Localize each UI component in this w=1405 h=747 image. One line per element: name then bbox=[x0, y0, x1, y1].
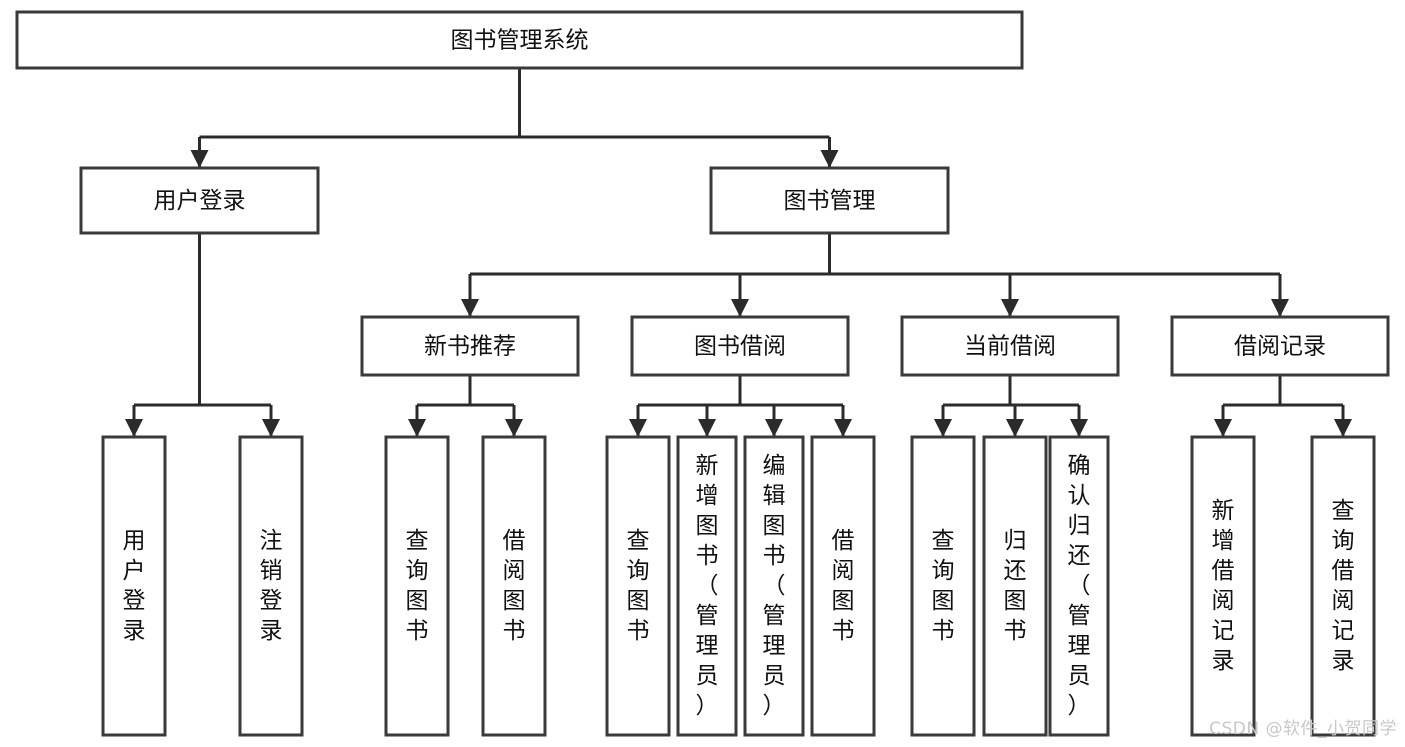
node-label: 查询图书 bbox=[932, 528, 955, 644]
node-查询借阅记录[interactable]: 查询借阅记录 bbox=[1310, 435, 1376, 737]
node-box[interactable] bbox=[481, 435, 547, 737]
node-label: 新增图书（管理员） bbox=[696, 453, 719, 719]
arrow-head-icon bbox=[731, 299, 749, 317]
node-label: 图书管理系统 bbox=[451, 28, 589, 54]
node-box[interactable] bbox=[15, 10, 1024, 70]
node-确认归还管理员[interactable]: 确认归还（管理员） bbox=[1048, 435, 1110, 737]
node-label: 查询图书 bbox=[627, 528, 650, 644]
node-box[interactable] bbox=[605, 435, 671, 737]
node-box[interactable] bbox=[709, 166, 950, 235]
node-新增图书管理员[interactable]: 新增图书（管理员） bbox=[676, 435, 738, 737]
node-box[interactable] bbox=[384, 435, 450, 737]
node-label: 新书推荐 bbox=[424, 334, 516, 360]
node-label: 编辑图书（管理员） bbox=[763, 453, 786, 719]
node-编辑图书管理员[interactable]: 编辑图书（管理员） bbox=[743, 435, 805, 737]
arrow-head-icon bbox=[1271, 299, 1289, 317]
arrow-head-icon bbox=[408, 419, 426, 437]
arrow-head-icon bbox=[934, 419, 952, 437]
arrow-head-icon bbox=[834, 419, 852, 437]
node-label: 图书管理 bbox=[784, 188, 876, 214]
node-查询图书[interactable]: 查询图书 bbox=[910, 435, 976, 737]
node-label: 借阅图书 bbox=[832, 528, 855, 644]
arrow-head-icon bbox=[461, 299, 479, 317]
node-box[interactable] bbox=[238, 435, 304, 737]
node-box[interactable] bbox=[1190, 435, 1256, 737]
node-box[interactable] bbox=[1310, 435, 1376, 737]
node-借阅记录[interactable]: 借阅记录 bbox=[1170, 315, 1390, 377]
arrow-head-icon bbox=[505, 419, 523, 437]
node-box[interactable] bbox=[360, 315, 580, 377]
arrow-head-icon bbox=[629, 419, 647, 437]
node-label: 查询借阅记录 bbox=[1332, 498, 1355, 674]
node-box[interactable] bbox=[101, 435, 167, 737]
node-label: 图书借阅 bbox=[694, 334, 786, 360]
node-box[interactable] bbox=[676, 435, 738, 737]
node-box[interactable] bbox=[630, 315, 850, 377]
node-box[interactable] bbox=[910, 435, 976, 737]
arrow-head-icon bbox=[190, 150, 209, 168]
node-label: 借阅图书 bbox=[503, 528, 526, 644]
node-box[interactable] bbox=[79, 166, 320, 235]
arrow-head-icon bbox=[1334, 419, 1352, 437]
node-label: 用户登录 bbox=[123, 528, 146, 644]
node-新书推荐[interactable]: 新书推荐 bbox=[360, 315, 580, 377]
node-新增借阅记录[interactable]: 新增借阅记录 bbox=[1190, 435, 1256, 737]
node-借阅图书[interactable]: 借阅图书 bbox=[810, 435, 876, 737]
node-查询图书[interactable]: 查询图书 bbox=[384, 435, 450, 737]
node-box[interactable] bbox=[1048, 435, 1110, 737]
arrow-head-icon bbox=[1001, 299, 1019, 317]
node-label: 新增借阅记录 bbox=[1212, 498, 1235, 674]
node-label: 确认归还（管理员） bbox=[1068, 453, 1091, 719]
node-box[interactable] bbox=[900, 315, 1120, 377]
arrow-head-icon bbox=[1006, 419, 1024, 437]
arrow-head-icon bbox=[125, 419, 143, 437]
node-用户登录[interactable]: 用户登录 bbox=[101, 435, 167, 737]
node-借阅图书[interactable]: 借阅图书 bbox=[481, 435, 547, 737]
node-当前借阅[interactable]: 当前借阅 bbox=[900, 315, 1120, 377]
node-label: 查询图书 bbox=[406, 528, 429, 644]
arrow-head-icon bbox=[698, 419, 716, 437]
node-用户登录[interactable]: 用户登录 bbox=[79, 166, 320, 235]
node-label: 借阅记录 bbox=[1234, 334, 1326, 360]
node-label: 当前借阅 bbox=[964, 334, 1056, 360]
node-归还图书[interactable]: 归还图书 bbox=[982, 435, 1048, 737]
arrow-head-icon bbox=[765, 419, 783, 437]
node-查询图书[interactable]: 查询图书 bbox=[605, 435, 671, 737]
node-label: 用户登录 bbox=[154, 188, 246, 214]
node-box[interactable] bbox=[1170, 315, 1390, 377]
node-box[interactable] bbox=[810, 435, 876, 737]
arrow-head-icon bbox=[820, 150, 839, 168]
node-layer: 图书管理系统用户登录图书管理新书推荐图书借阅当前借阅借阅记录用户登录注销登录查询… bbox=[15, 10, 1390, 737]
node-图书管理[interactable]: 图书管理 bbox=[709, 166, 950, 235]
node-label: 注销登录 bbox=[260, 528, 283, 644]
arrow-head-icon bbox=[262, 419, 280, 437]
connector-layer bbox=[125, 68, 1352, 437]
arrow-head-icon bbox=[1070, 419, 1088, 437]
node-图书借阅[interactable]: 图书借阅 bbox=[630, 315, 850, 377]
node-注销登录[interactable]: 注销登录 bbox=[238, 435, 304, 737]
arrow-head-icon bbox=[1214, 419, 1232, 437]
node-box[interactable] bbox=[743, 435, 805, 737]
node-label: 归还图书 bbox=[1004, 528, 1027, 644]
node-box[interactable] bbox=[982, 435, 1048, 737]
node-图书管理系统[interactable]: 图书管理系统 bbox=[15, 10, 1024, 70]
